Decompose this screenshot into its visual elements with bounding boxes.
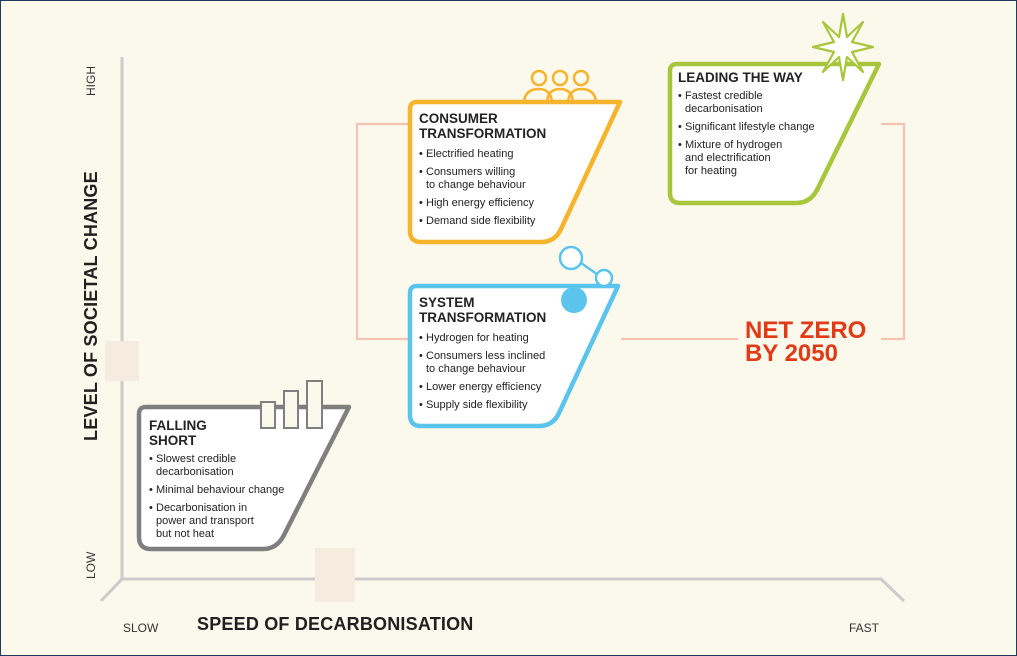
x-axis-line [122,577,906,603]
x-axis-fast-label: FAST [849,621,880,635]
list-item: Supply side flexibility [419,399,545,412]
leading-the-way-bullets: Fastest credible decarbonisation Signifi… [678,90,815,183]
system-transformation-title: SYSTEM TRANSFORMATION [419,295,547,325]
system-transformation-bullets: Hydrogen for heating Consumers less incl… [419,332,545,417]
y-axis-low-label: LOW [84,551,98,579]
list-item: Consumers less inclined to change behavi… [419,350,545,376]
bar-chart-icon [260,380,323,429]
list-item: Fastest credible decarbonisation [678,90,815,116]
compass-star-icon [811,12,875,82]
list-item: Slowest credible decarbonisation [149,453,284,479]
list-item: High energy efficiency [419,197,535,210]
x-axis-title: SPEED OF DECARBONISATION [197,614,474,634]
x-axis-midpoint-marker [315,548,355,602]
y-axis-title: LEVEL OF SOCIETAL CHANGE [81,171,101,441]
list-item: Hydrogen for heating [419,332,545,345]
net-zero-label: NET ZERO BY 2050 [739,319,873,366]
list-item: Decarbonisation in power and transport b… [149,502,284,541]
list-item: Significant lifestyle change [678,121,815,134]
falling-short-title: FALLING SHORT [149,418,207,448]
molecule-icon [558,245,614,313]
y-axis-line [99,57,124,603]
list-item: Consumers willing to change behaviour [419,166,535,192]
consumer-transformation-bullets: Electrified heating Consumers willing to… [419,148,535,233]
list-item: Demand side flexibility [419,215,535,228]
net-zero-boundary-line [355,122,906,341]
people-icon [522,69,598,105]
list-item: Electrified heating [419,148,535,161]
y-axis-high-label: HIGH [84,66,98,96]
consumer-transformation-title: CONSUMER TRANSFORMATION [419,111,547,141]
list-item: Mixture of hydrogen and electrification … [678,139,815,178]
list-item: Minimal behaviour change [149,484,284,497]
list-item: Lower energy efficiency [419,381,545,394]
x-axis-slow-label: SLOW [123,621,159,635]
y-axis-midpoint-marker [105,341,139,381]
leading-the-way-title: LEADING THE WAY [678,70,803,85]
falling-short-bullets: Slowest credible decarbonisation Minimal… [149,453,284,546]
